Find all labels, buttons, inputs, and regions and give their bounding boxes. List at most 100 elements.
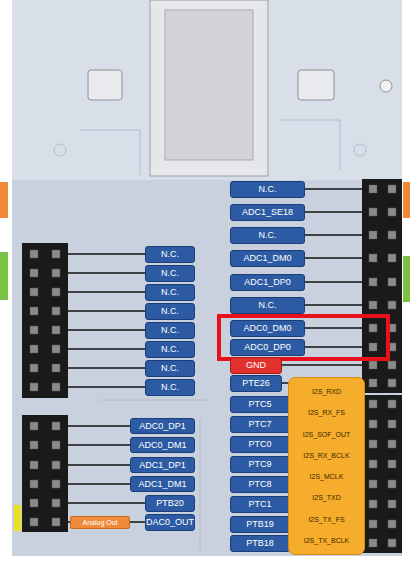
pin-label-box: PTB18 xyxy=(230,535,290,552)
header-pin xyxy=(388,208,396,216)
pin-name: DAC0_OUT xyxy=(146,515,194,530)
pin-label-box: PTC1 xyxy=(230,496,290,513)
header-pin xyxy=(369,231,377,239)
pin-label-box: PTC5 xyxy=(230,396,290,413)
header-pin xyxy=(30,518,38,526)
usb-connector xyxy=(298,70,334,100)
header-pin xyxy=(52,269,60,277)
header-pin xyxy=(52,518,60,526)
pin-label-box: PTB20 xyxy=(145,495,195,512)
header-pin xyxy=(369,324,377,332)
header-pin xyxy=(52,288,60,296)
header-pin xyxy=(369,343,377,351)
ethernet-jack-inner xyxy=(165,10,253,160)
header-pin xyxy=(30,441,38,449)
header-pin xyxy=(388,539,396,547)
pin-label-box: ADC0_DP1 xyxy=(130,418,195,434)
pin-label-box: PTE26 xyxy=(230,375,282,392)
header-pin xyxy=(388,420,396,428)
header-pin xyxy=(369,208,377,216)
pin-label-box: N.C. xyxy=(145,360,195,377)
pin-name: PTB19 xyxy=(231,517,289,532)
pin-name: N.C. xyxy=(146,323,194,338)
pin-name: PTC8 xyxy=(231,477,289,492)
edge-marker xyxy=(403,182,410,218)
header-pin xyxy=(388,400,396,408)
pin-label-box: ADC1_DP0 xyxy=(230,274,305,291)
pin-name: N.C. xyxy=(146,247,194,262)
pin-label-box: ADC0_DM0 xyxy=(230,320,305,337)
header-pin xyxy=(30,345,38,353)
pin-name: ADC1_DM1 xyxy=(131,477,194,491)
header-pin xyxy=(52,441,60,449)
pin-name: I2S_RX_FS xyxy=(289,409,364,416)
header-pin xyxy=(52,480,60,488)
edge-marker xyxy=(403,256,410,302)
header-pin xyxy=(369,278,377,286)
header-pin xyxy=(369,301,377,309)
pin-label-box: N.C. xyxy=(145,265,195,282)
pin-name: N.C. xyxy=(146,285,194,300)
header-pin xyxy=(369,254,377,262)
header-pin xyxy=(30,326,38,334)
pin-name: N.C. xyxy=(231,298,304,313)
pin-label-box: PTC9 xyxy=(230,456,290,473)
header-pin xyxy=(369,400,377,408)
header-pin xyxy=(388,480,396,488)
board-top xyxy=(12,0,402,180)
pin-name: GND xyxy=(231,358,281,373)
pin-name: N.C. xyxy=(146,342,194,357)
i2s-signal-block: I2S_RXDI2S_RX_FSI2S_SOF_OUTI2S_RX_BCLKI2… xyxy=(288,377,365,555)
pin-label-box: ADC0_DP0 xyxy=(230,339,305,356)
pin-name: PTE26 xyxy=(231,376,281,391)
header-pin xyxy=(369,500,377,508)
pin-label-box: N.C. xyxy=(145,303,195,320)
pin-label-box: N.C. xyxy=(230,227,305,244)
pin-name: ADC1_SE18 xyxy=(231,205,304,220)
pin-label-box: N.C. xyxy=(145,284,195,301)
pin-label-box: ADC0_DM1 xyxy=(130,437,195,453)
pin-name: N.C. xyxy=(231,228,304,243)
pin-name: PTC7 xyxy=(231,417,289,432)
header-pin xyxy=(52,461,60,469)
pin-name: N.C. xyxy=(146,304,194,319)
header-pin xyxy=(30,422,38,430)
header-pin xyxy=(388,460,396,468)
pin-label-box: N.C. xyxy=(145,322,195,339)
pin-name: Analog Out xyxy=(71,517,129,528)
pin-name: PTC9 xyxy=(231,457,289,472)
pin-name: ADC0_DM0 xyxy=(231,321,304,336)
header-pin xyxy=(369,520,377,528)
pin-label-box: N.C. xyxy=(145,246,195,263)
pin-label-box: ADC1_DM1 xyxy=(130,476,195,492)
header-pin xyxy=(369,379,377,387)
edge-marker xyxy=(0,252,8,300)
pin-name: I2S_TX_FS xyxy=(289,516,364,523)
pin-name: PTC1 xyxy=(231,497,289,512)
edge-marker xyxy=(0,182,8,218)
header-pin xyxy=(52,326,60,334)
header-pin xyxy=(388,254,396,262)
header-pin xyxy=(388,278,396,286)
pin-name: ADC1_DP0 xyxy=(231,275,304,290)
pin-name: PTB18 xyxy=(231,536,289,551)
header-pin xyxy=(388,361,396,369)
header-pin xyxy=(30,364,38,372)
header-pin xyxy=(388,379,396,387)
pin-name: I2S_RX_BCLK xyxy=(289,452,364,459)
header-pin xyxy=(30,461,38,469)
pin-name: I2S_RXD xyxy=(289,388,364,395)
pin-label-box: PTC0 xyxy=(230,436,290,453)
pin-label-box: PTB19 xyxy=(230,516,290,533)
header-pin xyxy=(369,185,377,193)
header-pin xyxy=(388,500,396,508)
pin-label-box: N.C. xyxy=(145,379,195,396)
pin-name: I2S_TXD xyxy=(289,494,364,501)
header-pin xyxy=(30,250,38,258)
ethernet-jack xyxy=(150,0,268,176)
header-pin xyxy=(388,440,396,448)
ground-pin-box: GND xyxy=(230,357,282,374)
board xyxy=(12,0,402,556)
reset-button xyxy=(380,80,392,92)
